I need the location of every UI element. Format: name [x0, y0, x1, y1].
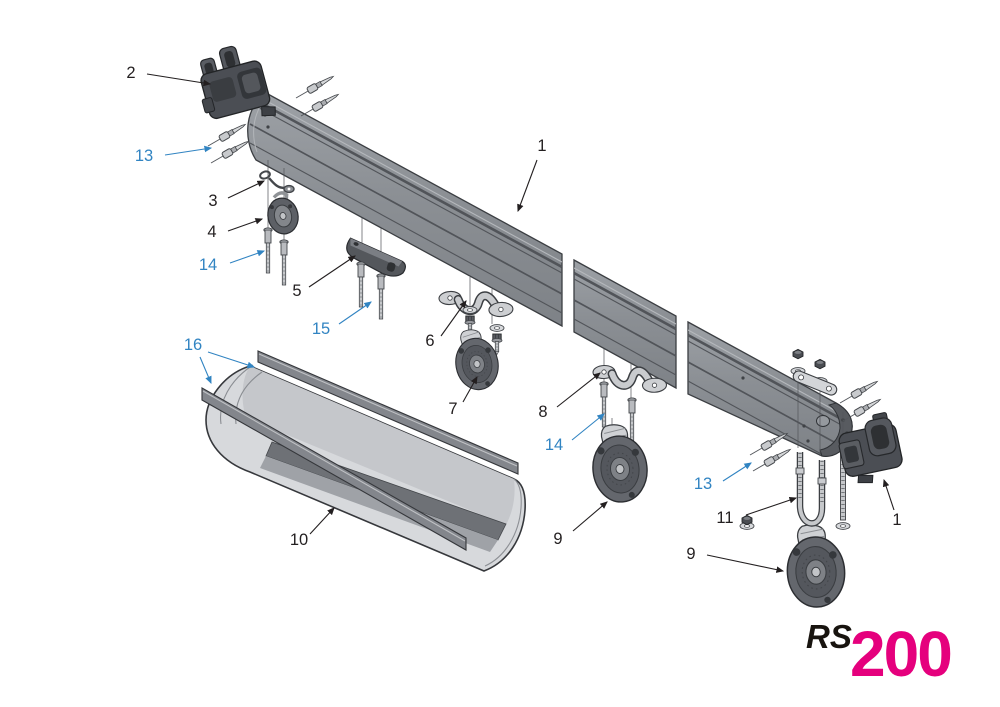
- washer-icon: [462, 306, 478, 314]
- end-fitting-part-1: [838, 412, 903, 484]
- callout-arrow: [517, 159, 538, 213]
- stud-fastener-15: [356, 261, 366, 308]
- pin-icon: [208, 138, 251, 167]
- rail-part-1: [247, 92, 853, 457]
- nut-icon: [741, 514, 753, 526]
- pulley-block-part-9: [587, 420, 652, 506]
- callout-arrow: [338, 301, 372, 325]
- callout-arrow: [556, 372, 601, 408]
- rail-grooves: [249, 93, 562, 314]
- nut-icon: [792, 348, 804, 360]
- u-bolt-part-11: [795, 452, 827, 527]
- stud-fastener-15: [376, 273, 386, 320]
- callout-arrow: [199, 356, 212, 385]
- callout-11-label: 11: [716, 509, 733, 527]
- callout-14-label: 14: [545, 436, 563, 454]
- edge-strip-highlight: [202, 390, 466, 542]
- callout-arrow: [227, 218, 264, 232]
- logo-rs-text: RS: [806, 618, 852, 655]
- nut-icon: [814, 358, 826, 370]
- edge-strip-highlight: [258, 353, 518, 467]
- callout-10-label: 10: [290, 531, 308, 549]
- rs200-logo: RS 200: [806, 618, 953, 690]
- small-block-part-4: [267, 191, 299, 235]
- callout-9-label: 9: [686, 545, 695, 563]
- rail-hole: [806, 439, 810, 443]
- stud-fastener-14: [627, 397, 637, 444]
- callout-8-label: 8: [538, 403, 547, 421]
- rail-body: [573, 258, 677, 390]
- callout-3-label: 3: [208, 192, 217, 210]
- callout-arrow: [227, 180, 265, 199]
- callout-arrow: [722, 462, 752, 482]
- callout-16-label: 16: [184, 336, 202, 354]
- callout-1-label: 1: [892, 511, 901, 529]
- pulley-block-part-9: [783, 521, 848, 610]
- callout-arrow: [146, 73, 212, 87]
- callout-arrow: [745, 497, 798, 516]
- rail-hole: [802, 424, 806, 428]
- rail-hole: [741, 376, 745, 380]
- rail-segment-left: [247, 92, 563, 328]
- wedge-base-part-5: [346, 237, 406, 277]
- masthead-fitting-part-2: [200, 45, 276, 120]
- callout-2-label: 2: [126, 64, 135, 82]
- callout-arrow: [462, 376, 478, 403]
- callout-7-label: 7: [448, 400, 457, 418]
- stud-fastener-14: [263, 227, 273, 274]
- callout-15-label: 15: [312, 320, 330, 338]
- callout-arrow: [308, 255, 356, 288]
- washer-icon: [489, 324, 505, 332]
- stud-fastener-14: [599, 381, 609, 428]
- rail-segment-middle: [573, 258, 677, 390]
- callout-13-label: 13: [135, 147, 153, 165]
- callout-6-label: 6: [425, 332, 434, 350]
- pin-icon: [293, 73, 336, 102]
- callout-arrow: [207, 351, 256, 369]
- right-end-hardware: [739, 348, 883, 530]
- logo-model-text: 200: [850, 618, 951, 690]
- rail-segment-right: [687, 320, 853, 457]
- rail-end-boss: [816, 415, 830, 427]
- callout-arrow: [440, 300, 467, 337]
- callout-14-label: 14: [199, 256, 217, 274]
- stud-fastener-14: [279, 239, 289, 286]
- callout-13-label: 13: [694, 475, 712, 493]
- channel-inner-wall: [242, 366, 515, 525]
- rail-hole: [266, 125, 270, 129]
- rail-grooves: [688, 329, 846, 457]
- wire-clip-part-3: [259, 170, 295, 194]
- callout-1-label: 1: [537, 137, 546, 155]
- callout-5-label: 5: [292, 282, 301, 300]
- callout-4-label: 4: [207, 223, 216, 241]
- callout-arrow: [164, 145, 213, 156]
- callout-arrow: [571, 413, 605, 441]
- rail-grooves: [574, 267, 676, 376]
- callout-arrow: [309, 507, 335, 535]
- callout-arrow: [706, 554, 785, 573]
- callout-arrow: [882, 478, 895, 511]
- callout-arrow: [572, 501, 608, 532]
- callout-arrows: [146, 73, 895, 573]
- link-strap: [792, 370, 838, 396]
- callout-9-label: 9: [553, 530, 562, 548]
- channel-mouth-rim: [484, 478, 522, 567]
- channel-part-10: [201, 350, 526, 572]
- callout-arrow: [229, 250, 266, 264]
- callout-labels: 2 13 3 4 14 5 15 6 7 8 14 16 10 9 13 11 …: [126, 64, 901, 563]
